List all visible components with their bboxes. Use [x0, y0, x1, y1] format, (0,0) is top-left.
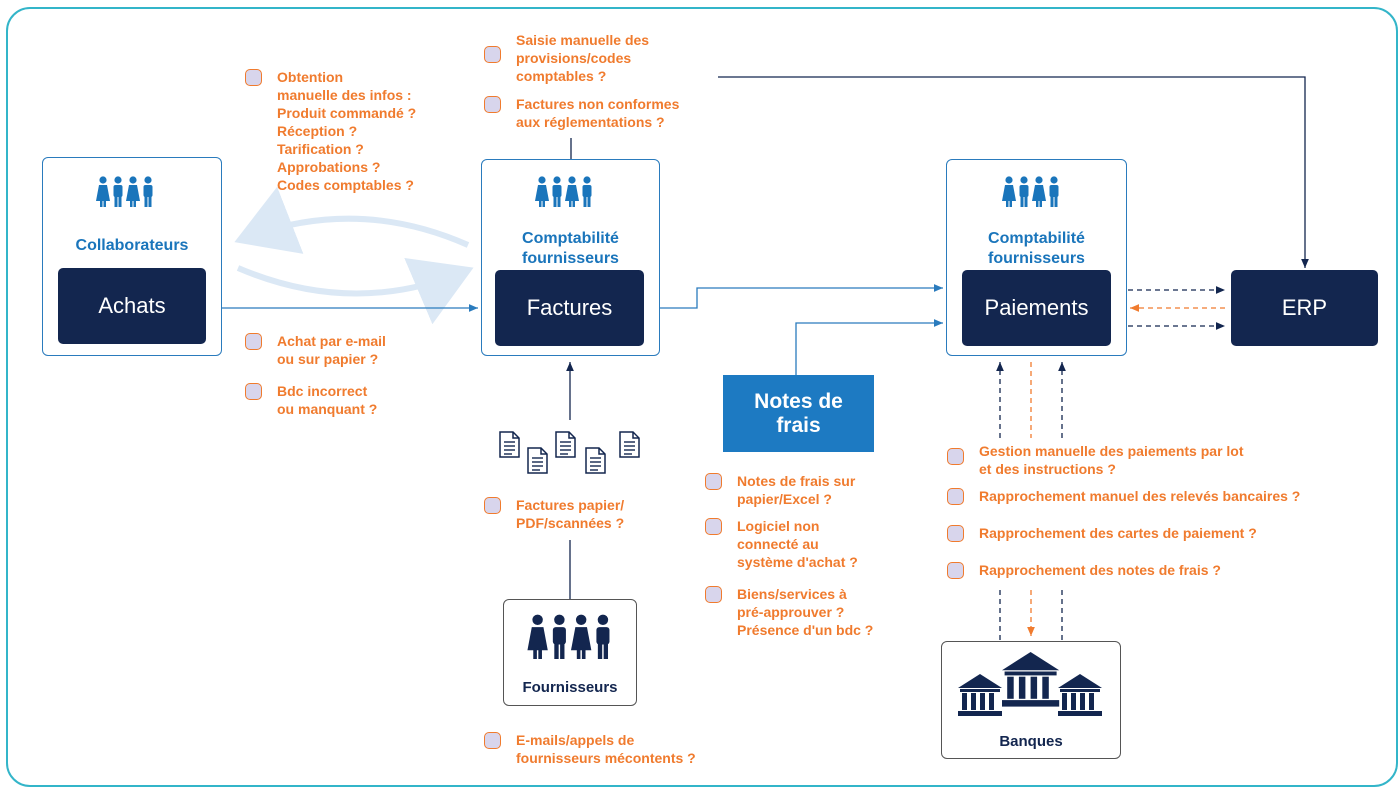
issue-checkbox-icon	[705, 586, 722, 603]
fournisseurs-label: Fournisseurs	[522, 679, 618, 696]
people-group-icon	[535, 176, 595, 207]
arrow-notes-paiements	[795, 319, 943, 375]
issue-rapprochement-releves: Rapprochement manuel des relevés bancair…	[947, 487, 1300, 505]
people-group-icon	[1002, 176, 1062, 207]
issue-checkbox-icon	[484, 497, 501, 514]
documents-icon	[499, 431, 640, 474]
issue-checkbox-icon	[705, 473, 722, 490]
issue-checkbox-icon	[484, 732, 501, 749]
issue-checkbox-icon	[245, 333, 262, 350]
paiements-role-label: Comptabilité fournisseurs	[988, 230, 1085, 267]
fournisseurs-card	[503, 599, 637, 706]
collaborateurs-label: Collaborateurs	[75, 237, 189, 254]
banques-label: Banques	[999, 733, 1063, 750]
notes-de-frais-box[interactable]: Notes de frais	[723, 375, 874, 452]
issue-factures-papier: Factures papier/PDF/scannées ?	[484, 496, 624, 532]
arrow-top-erp	[718, 76, 1309, 268]
issue-checkbox-icon	[484, 46, 501, 63]
issue-checkbox-icon	[947, 448, 964, 465]
paiements-box[interactable]: Paiements	[962, 270, 1111, 346]
arrow-factures-paiements	[660, 284, 943, 309]
issue-checkbox-icon	[947, 525, 964, 542]
issue-rapprochement-cartes: Rapprochement des cartes de paiement ?	[947, 524, 1257, 542]
curve-to-collaborateurs	[234, 186, 470, 254]
achats-box[interactable]: Achats	[58, 268, 206, 344]
factures-box[interactable]: Factures	[495, 270, 644, 346]
issue-checkbox-icon	[245, 69, 262, 86]
people-group-icon	[527, 614, 615, 659]
issue-checkbox-icon	[947, 562, 964, 579]
factures-role-label: Comptabilité fournisseurs	[522, 230, 619, 267]
curve-to-factures	[236, 257, 474, 325]
issue-rapprochement-notes: Rapprochement des notes de frais ?	[947, 561, 1221, 579]
people-group-icon	[96, 176, 156, 207]
erp-box[interactable]: ERP	[1231, 270, 1378, 346]
issue-checkbox-icon	[484, 96, 501, 113]
bank-building-icon	[958, 652, 1102, 716]
issue-checkbox-icon	[947, 488, 964, 505]
issue-checkbox-icon	[705, 518, 722, 535]
issue-checkbox-icon	[245, 383, 262, 400]
